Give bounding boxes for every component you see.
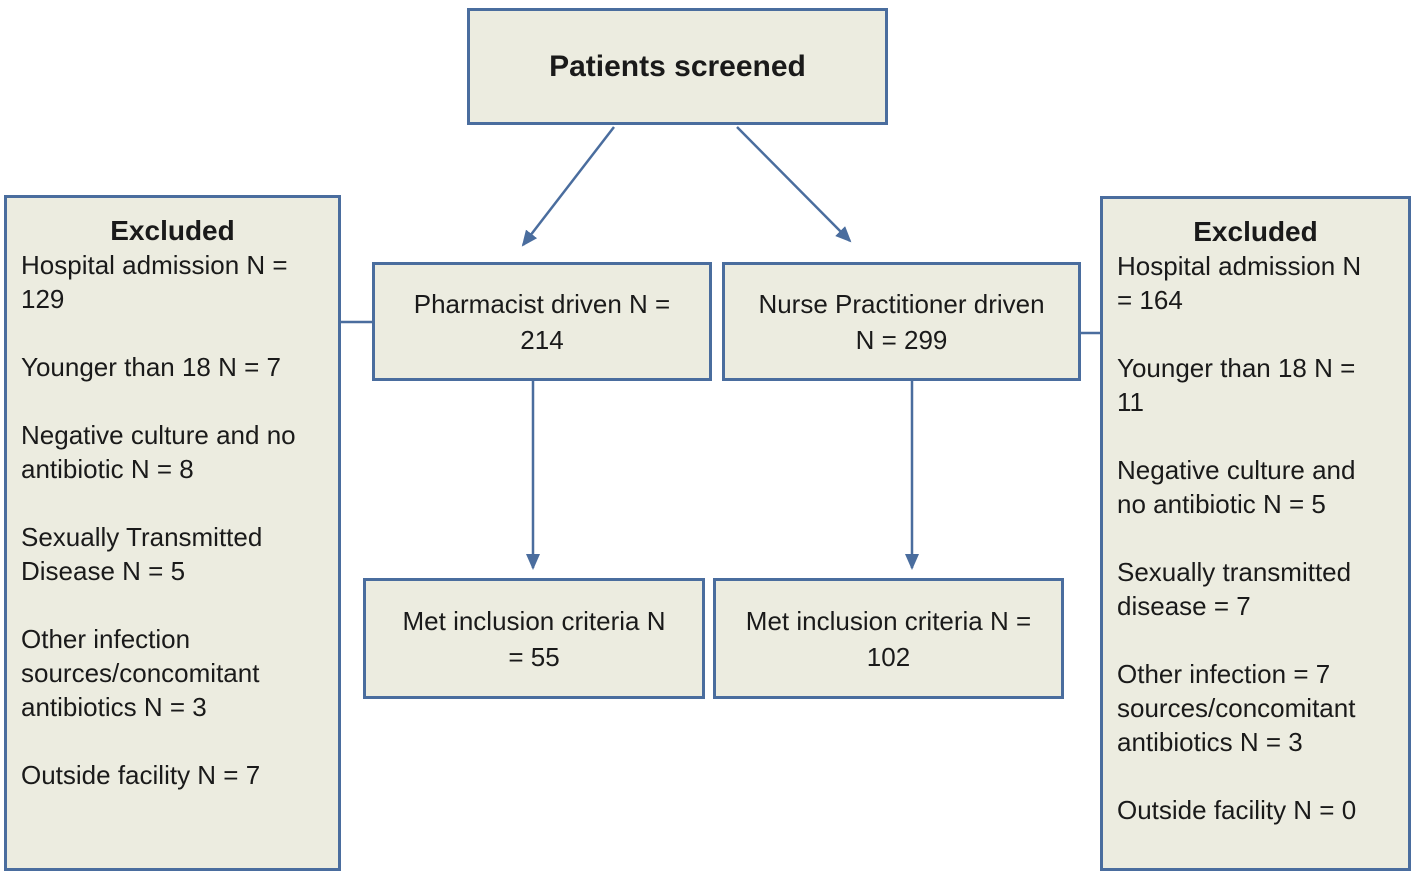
met-inclusion-nurse-label: Met inclusion criteria N = 102: [745, 605, 1032, 672]
pharmacist-driven-box: Pharmacist driven N = 214: [372, 262, 712, 381]
excluded-left-item-younger: Younger than 18 N = 7: [21, 352, 281, 382]
excluded-left-item-other-infection: Other infection sources/concomitant anti…: [21, 624, 260, 722]
excluded-right-item-other-infection: Other infection = 7 sources/concomitant …: [1117, 659, 1356, 757]
nurse-practitioner-driven-label: Nurse Practitioner driven N = 299: [758, 288, 1045, 355]
pharmacist-driven-label: Pharmacist driven N = 214: [413, 288, 671, 355]
nurse-practitioner-driven-box: Nurse Practitioner driven N = 299: [722, 262, 1081, 381]
excluded-left-item-std: Sexually Transmitted Disease N = 5: [21, 522, 263, 586]
excluded-right-box: Excluded Hospital admission N = 164 Youn…: [1100, 196, 1411, 871]
excluded-right-item-outside-facility: Outside facility N = 0: [1117, 795, 1357, 825]
excluded-right-item-younger: Younger than 18 N = 11: [1117, 353, 1356, 417]
excluded-right-item-negative-culture: Negative culture and no antibiotic N = 5: [1117, 455, 1356, 519]
excluded-right-item-hospital: Hospital admission N = 164: [1117, 251, 1362, 315]
patients-screened-box: Patients screened: [467, 8, 888, 125]
excluded-left-item-hospital: Hospital admission N = 129: [21, 250, 288, 314]
arrow-screened-to-pharmacist: [521, 126, 615, 247]
excluded-left-item-negative-culture: Negative culture and no antibiotic N = 8: [21, 420, 296, 484]
met-inclusion-pharmacist-box: Met inclusion criteria N = 55: [363, 578, 705, 699]
met-inclusion-pharmacist-label: Met inclusion criteria N = 55: [402, 605, 666, 672]
excluded-left-item-outside-facility: Outside facility N = 7: [21, 760, 261, 790]
excluded-right-title: Excluded: [1193, 216, 1318, 247]
met-inclusion-nurse-box: Met inclusion criteria N = 102: [713, 578, 1064, 699]
excluded-left-box: Excluded Hospital admission N = 129 Youn…: [4, 195, 341, 871]
excluded-left-title: Excluded: [110, 215, 235, 246]
patients-screened-label: Patients screened: [549, 49, 806, 83]
excluded-right-item-std: Sexually transmitted disease = 7: [1117, 557, 1352, 621]
arrow-screened-to-nurse: [736, 126, 852, 243]
